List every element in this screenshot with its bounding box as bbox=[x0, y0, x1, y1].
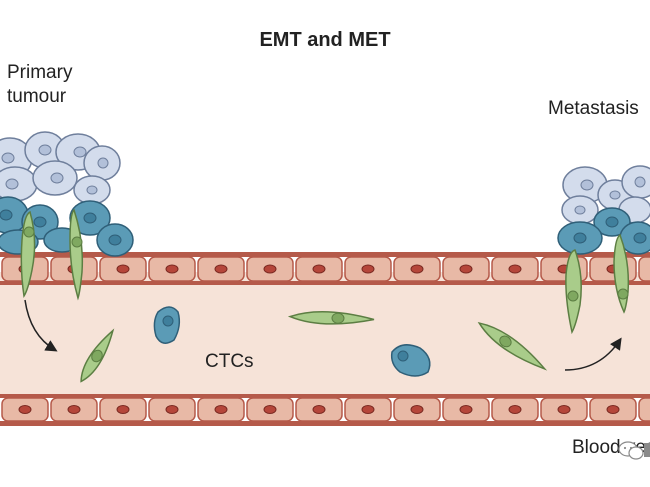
metastasis-label: Metastasis bbox=[548, 98, 639, 119]
wechat-watermark-icon bbox=[616, 439, 650, 461]
vessel-lumen bbox=[0, 272, 650, 398]
ctcs-label: CTCs bbox=[205, 351, 254, 372]
endothelial-nucleus bbox=[459, 405, 473, 414]
metastasis-cluster bbox=[557, 165, 650, 335]
endothelial-nucleus bbox=[557, 405, 571, 414]
extravasation-arrow bbox=[564, 337, 622, 371]
primary-tumour-cluster bbox=[0, 131, 134, 301]
endothelial-nucleus bbox=[361, 405, 375, 414]
primary-tumour-label-line2: tumour bbox=[7, 86, 67, 107]
vessel-wall-bottom bbox=[0, 394, 650, 426]
endothelial-nucleus bbox=[214, 264, 228, 274]
endothelial-nucleus bbox=[165, 264, 179, 274]
endothelial-nucleus bbox=[165, 405, 179, 414]
ctc-mesenchymal-cell bbox=[287, 311, 375, 325]
ctc-mesenchymal-cell bbox=[477, 321, 548, 371]
endothelial-nucleus bbox=[214, 405, 228, 414]
ctc-mesenchymal-cell bbox=[80, 328, 115, 383]
endothelial-cell bbox=[638, 256, 650, 282]
ctc-epithelial-cell bbox=[390, 344, 431, 377]
endothelial-nucleus bbox=[18, 405, 32, 414]
primary-tumour-label-line1: Primary bbox=[7, 62, 73, 83]
endothelial-nucleus bbox=[459, 264, 473, 274]
endothelial-nucleus bbox=[508, 405, 522, 414]
primary-tumour-label: Primary tumour bbox=[7, 61, 72, 109]
endothelial-nucleus bbox=[116, 264, 130, 274]
endothelial-nucleus bbox=[361, 264, 375, 274]
endothelial-cell bbox=[638, 397, 650, 422]
endothelial-nucleus bbox=[263, 264, 277, 274]
endothelial-nucleus bbox=[263, 405, 277, 414]
endothelial-nucleus bbox=[312, 264, 326, 274]
endothelial-nucleus bbox=[508, 264, 522, 274]
endothelial-nucleus bbox=[67, 405, 81, 414]
endothelial-nucleus bbox=[312, 405, 326, 414]
endothelial-nucleus bbox=[410, 405, 424, 414]
diagram-title: EMT and MET bbox=[259, 29, 391, 51]
endothelial-nucleus bbox=[606, 405, 620, 414]
ctc-epithelial-cell bbox=[153, 306, 181, 344]
intravasation-arrow bbox=[24, 299, 58, 352]
endothelial-nucleus bbox=[116, 405, 130, 414]
ctc-cells bbox=[80, 306, 548, 383]
endothelial-nucleus bbox=[410, 264, 424, 274]
